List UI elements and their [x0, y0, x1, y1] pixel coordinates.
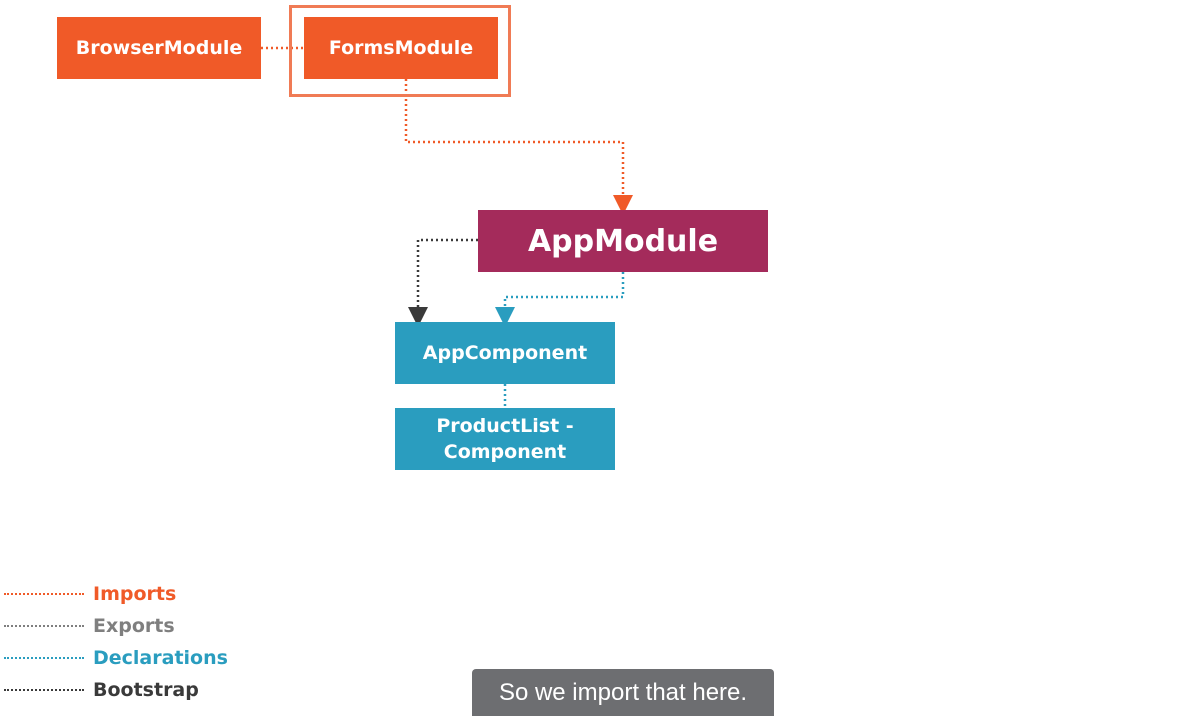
- legend-declarations-line: [4, 657, 84, 659]
- legend-item-bootstrap: Bootstrap: [4, 674, 228, 706]
- appmodule-bootstrap-arrow: [408, 238, 478, 327]
- appmodule-declaration-arrow: [495, 272, 625, 327]
- legend-item-declarations: Declarations: [4, 642, 228, 674]
- legend-item-imports: Imports: [4, 578, 228, 610]
- legend-imports-label: Imports: [93, 583, 177, 605]
- app-component-node[interactable]: AppComponent: [395, 322, 615, 384]
- legend-imports-line: [4, 593, 84, 595]
- legend-bootstrap-line: [4, 689, 84, 691]
- legend-declarations-label: Declarations: [93, 647, 228, 669]
- forms-to-appmodule-import-arrow: [404, 79, 633, 215]
- forms-module-node[interactable]: FormsModule: [304, 17, 498, 79]
- app-module-node[interactable]: AppModule: [478, 210, 768, 272]
- legend-item-exports: Exports: [4, 610, 228, 642]
- caption-subtitle: So we import that here.: [472, 669, 774, 716]
- product-list-component-node[interactable]: ProductList - Component: [395, 408, 615, 470]
- legend-bootstrap-label: Bootstrap: [93, 679, 199, 701]
- product-list-label-line1: ProductList -: [436, 415, 574, 437]
- forms-module-highlight-frame: [289, 5, 511, 97]
- legend-exports-line: [4, 625, 84, 627]
- legend: Imports Exports Declarations Bootstrap: [4, 578, 228, 706]
- product-list-label-line2: Component: [443, 441, 567, 463]
- browser-module-node[interactable]: BrowserModule: [57, 17, 261, 79]
- legend-exports-label: Exports: [93, 615, 175, 637]
